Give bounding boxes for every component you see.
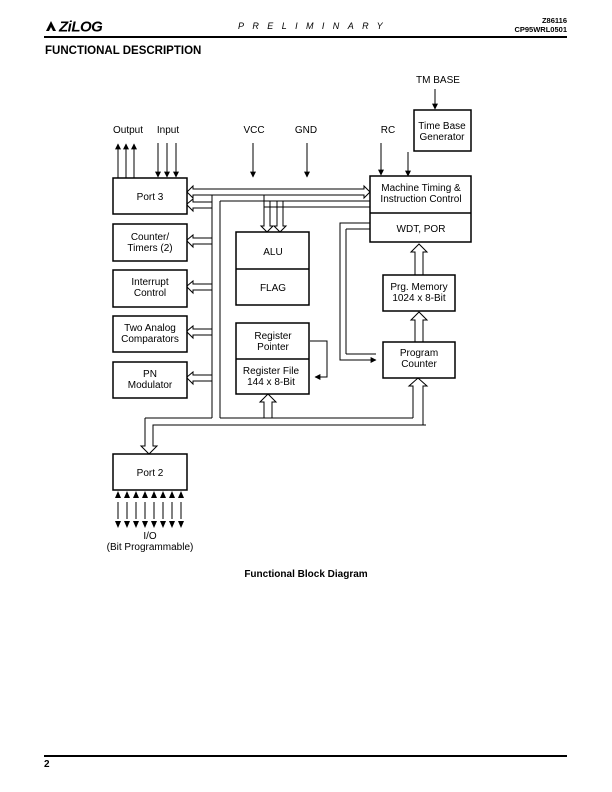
interrupt-label-2: Control: [134, 288, 166, 299]
port2-io-arrowheads: [115, 491, 184, 528]
io-sub-label: (Bit Programmable): [107, 542, 194, 553]
interrupt-label-1: Interrupt: [131, 277, 168, 288]
prgmem-block: [382, 274, 456, 312]
zilog-logo: ZiLOG: [46, 19, 104, 36]
port2-block: [112, 453, 188, 491]
peripheral-connectors: [186, 197, 212, 386]
pn-label-2: Modulator: [128, 380, 173, 391]
timebase-label-2: Generator: [419, 132, 465, 143]
logo-text: ZiLOG: [58, 19, 103, 36]
pc-label-2: Counter: [401, 359, 437, 370]
counter-label-2: Timers (2): [127, 243, 172, 254]
input-label: Input: [157, 125, 179, 136]
timing-label-2: Instruction Control: [380, 194, 461, 205]
section-title: FUNCTIONAL DESCRIPTION: [45, 45, 202, 57]
regfile-label-1: Register File: [243, 366, 300, 377]
gnd-label: GND: [295, 125, 317, 136]
pn-label-1: PN: [143, 369, 157, 380]
port2-bus-arrow: [139, 418, 159, 455]
header-rule: [44, 36, 567, 38]
preliminary-label: PRELIMINARY: [238, 21, 392, 31]
wdt-label: WDT, POR: [397, 224, 446, 235]
regfile-label-2: 144 x 8-Bit: [247, 377, 295, 388]
tm-base-label: TM BASE: [416, 75, 460, 86]
pn-modulator-block: [112, 361, 188, 399]
flag-label: FLAG: [260, 283, 286, 294]
timebase-label-1: Time Base: [418, 121, 466, 132]
pc-block: [382, 341, 456, 379]
diagram-caption: Functional Block Diagram: [244, 569, 368, 580]
alu-label: ALU: [263, 247, 282, 258]
port2-io-lines: [117, 502, 182, 519]
prgmem-label-1: Prg. Memory: [390, 282, 447, 293]
part-number-block: Z86116 CP95WRL0501: [514, 16, 567, 34]
counter-label-1: Counter/: [131, 232, 170, 243]
top-bus: [186, 184, 371, 200]
comparators-block: [112, 315, 188, 353]
vcc-label: VCC: [243, 125, 264, 136]
regptr-label-1: Register: [254, 331, 292, 342]
pc-to-prgmem-arrow: [409, 311, 429, 342]
io-label: I/O: [143, 531, 157, 542]
rc-label: RC: [381, 125, 395, 136]
document-number: CP95WRL0501: [514, 25, 567, 34]
regptr-label-2: Pointer: [257, 342, 289, 353]
regfile-bus-arrow: [258, 393, 278, 418]
counter-timers-block: [112, 223, 188, 262]
comparators-label-2: Comparators: [121, 334, 179, 345]
page-number: 2: [44, 759, 50, 770]
port2-label: Port 2: [137, 468, 164, 479]
part-number: Z86116: [541, 16, 567, 25]
timebase-block: [413, 109, 472, 152]
prgmem-to-timing-arrow: [409, 243, 429, 275]
pc-label-1: Program: [400, 348, 438, 359]
prgmem-label-2: 1024 x 8-Bit: [392, 293, 446, 304]
port3-block: [112, 177, 188, 215]
output-label: Output: [113, 125, 143, 136]
timing-wdt-block: [369, 175, 472, 243]
comparators-label-1: Two Analog: [124, 323, 176, 334]
timing-label-1: Machine Timing &: [381, 183, 461, 194]
regptr-loop: [310, 340, 328, 380]
timing-to-pc-outer: [339, 222, 377, 363]
footer-rule: [44, 755, 567, 757]
port3-label: Port 3: [137, 192, 164, 203]
interrupt-control-block: [112, 269, 188, 308]
